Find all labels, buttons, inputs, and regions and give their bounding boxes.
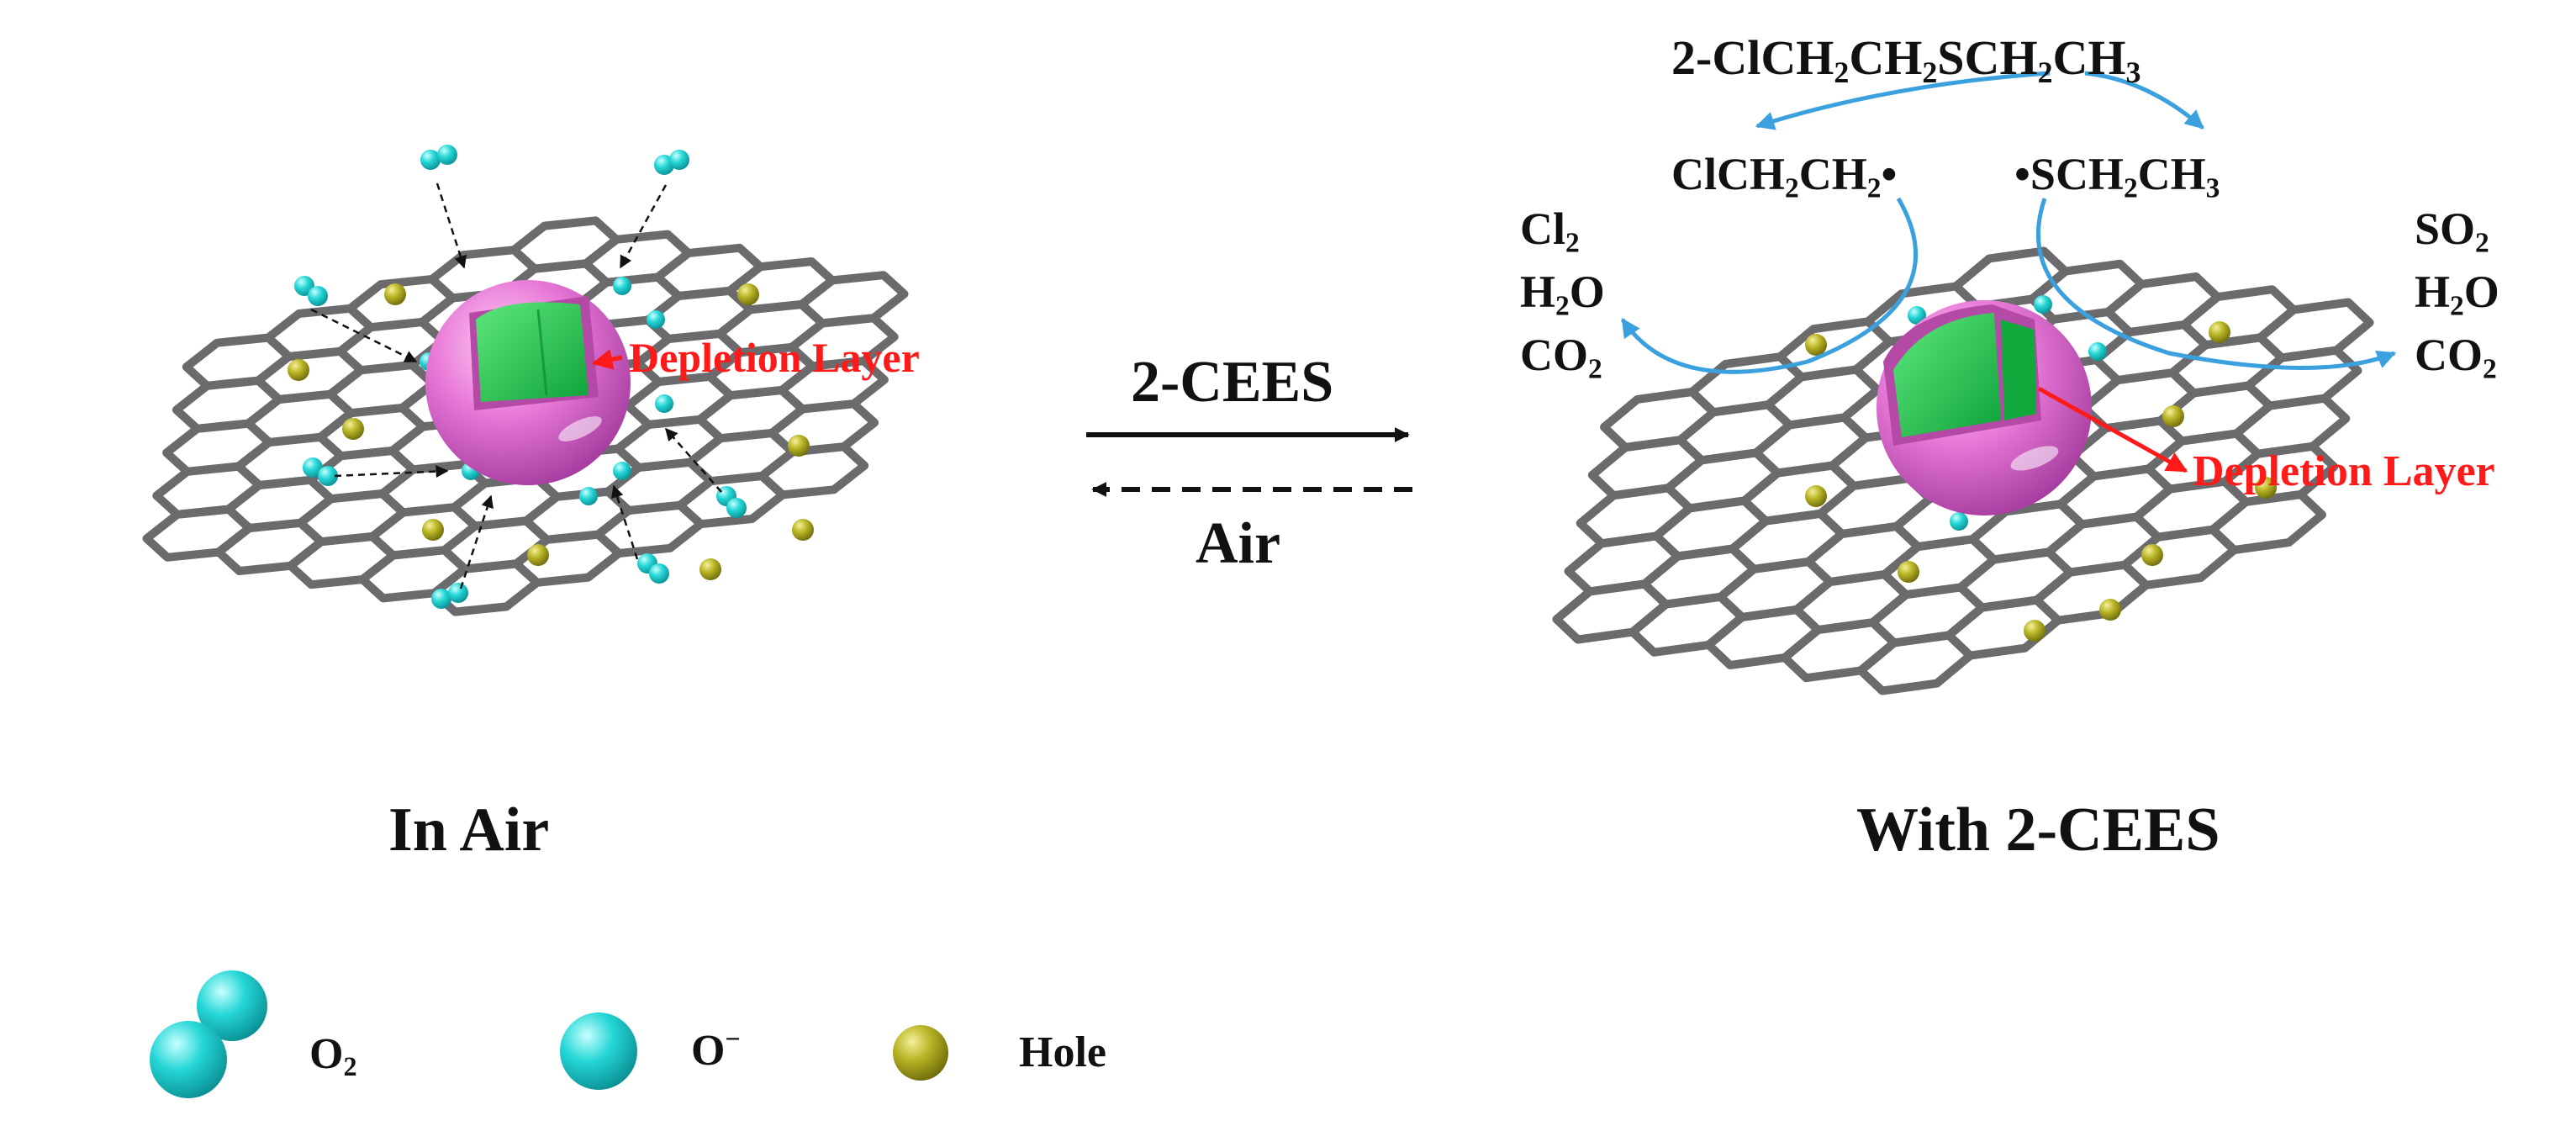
product-left-2: H2O [1520, 267, 1605, 322]
nanoparticle-right [1877, 300, 2092, 515]
reaction-arrows [1620, 71, 2397, 374]
hole-site [737, 283, 759, 305]
legend-hole-icon [893, 1025, 948, 1081]
depletion-label-right: Depletion Layer [2193, 447, 2495, 495]
legend-o-minus-label: O− [691, 1023, 741, 1075]
o2-molecule [303, 457, 323, 478]
o2-molecule [308, 286, 328, 306]
product-right-2: H2O [2415, 267, 2499, 322]
reactant-molecule: 2-ClCH2CH2SCH2CH3 [1671, 30, 2141, 90]
hole-site [2099, 599, 2121, 621]
product-right-3: CO2 [2415, 330, 2497, 385]
legend-hole-label: Hole [1019, 1028, 1106, 1076]
o2-molecule [318, 466, 338, 486]
hole-site [699, 558, 721, 580]
o2-molecule [437, 145, 457, 165]
hole-site [288, 359, 309, 381]
product-left-3: CO2 [1520, 330, 1602, 385]
hole-site [792, 519, 814, 541]
hole-site [1898, 561, 1919, 583]
hole-site [788, 435, 810, 457]
hole-site [2141, 544, 2163, 566]
adsorption-arrows [310, 182, 722, 589]
hole-site [384, 283, 406, 305]
nanoparticle-left [425, 280, 631, 485]
radical-right: •SCH2CH3 [2014, 149, 2220, 204]
product-left-1: Cl2 [1520, 204, 1580, 259]
caption-with-2-cees: With 2-CEES [1856, 796, 2220, 864]
legend-o2-icon [197, 970, 267, 1041]
caption-in-air: In Air [388, 796, 550, 864]
o-minus-ion [2088, 342, 2107, 361]
o-minus-ion [613, 462, 631, 480]
hole-site [2255, 477, 2277, 499]
radical-left: ClCH2CH2• [1671, 149, 1898, 204]
depletion-label-left: Depletion Layer [629, 334, 920, 381]
depletion-arrow-left [591, 349, 623, 370]
o2-molecule [448, 583, 468, 603]
o-minus-ion [647, 310, 665, 329]
o-minus-ion [613, 277, 631, 295]
o-minus-ion [1908, 306, 1926, 325]
hole-site [1805, 334, 1827, 356]
o-minus-ion [579, 487, 598, 505]
o2-molecule [420, 150, 441, 170]
o2-molecule [431, 589, 451, 609]
hole-site [422, 519, 444, 541]
hole-site [2024, 620, 2045, 642]
hole-site [342, 418, 364, 440]
hole-site [527, 544, 549, 566]
depletion-arrow-right [2037, 386, 2188, 473]
product-right-1: SO2 [2415, 204, 2489, 259]
reverse-label: Air [1196, 511, 1281, 576]
forward-label: 2-CEES [1131, 350, 1334, 415]
o-minus-ion [655, 394, 673, 413]
o-minus-ion [1950, 512, 1968, 531]
legend-o-minus-icon [560, 1012, 637, 1090]
o2-molecule [649, 563, 669, 584]
legend-o2-label: O2 [309, 1030, 357, 1082]
o-minus-ion [2034, 295, 2052, 314]
hole-site [2209, 321, 2230, 343]
legend-icons [150, 970, 948, 1098]
hole-site [2162, 405, 2184, 427]
o2-molecule [669, 150, 689, 170]
hole-site [1805, 485, 1827, 507]
o2-molecule [726, 498, 747, 518]
